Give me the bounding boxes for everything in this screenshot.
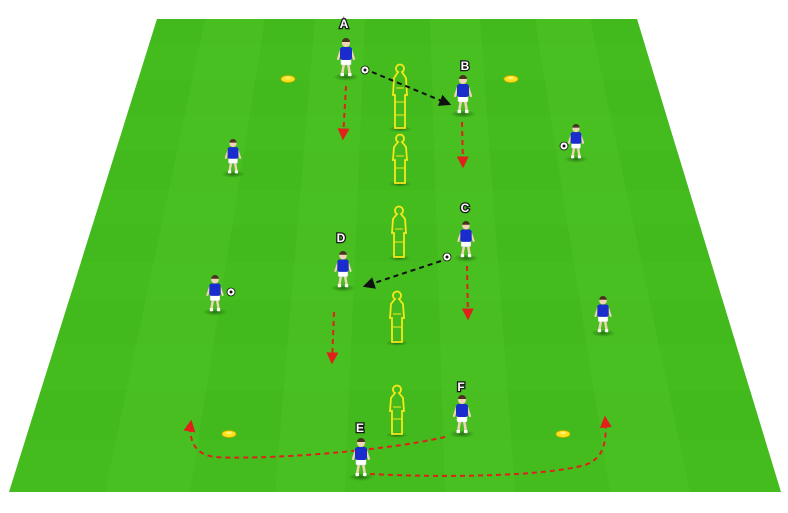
cone-icon (503, 75, 519, 83)
players (202, 38, 616, 481)
run-arrow (369, 415, 612, 477)
cones (221, 75, 571, 438)
run-arrow (456, 121, 469, 169)
player-label-a: A (340, 17, 349, 31)
cone-icon (280, 75, 296, 83)
soccer-player-icon (221, 139, 245, 178)
player-label-c: C (461, 201, 470, 215)
soccer-player-icon (202, 275, 228, 316)
player-label-d: D (337, 231, 346, 245)
mannequin-icon (389, 133, 411, 187)
pitch (9, 19, 781, 492)
soccer-player-icon (449, 395, 475, 438)
player-label-b: B (461, 59, 470, 73)
pass-arrow (371, 71, 452, 106)
mannequin-icon (386, 384, 408, 438)
mannequin-line (386, 63, 412, 438)
soccer-player-icon (330, 251, 356, 292)
pass-arrows (362, 71, 452, 289)
cone-icon (221, 430, 237, 438)
player-label-f: F (457, 380, 464, 394)
cone-icon (555, 430, 571, 438)
soccer-player-icon (348, 438, 374, 481)
soccer-player-icon (590, 296, 616, 337)
run-arrows (183, 85, 612, 477)
soccer-player-icon (564, 124, 588, 163)
mannequin-icon (388, 205, 410, 261)
pass-arrow (362, 260, 442, 289)
soccer-ball-icon (360, 65, 370, 75)
soccer-ball-icon (559, 141, 569, 151)
soccer-ball-icon (442, 252, 452, 262)
soccer-player-icon (453, 221, 479, 262)
mannequin-icon (388, 63, 412, 132)
soccer-ball-icon (226, 287, 236, 297)
soccer-player-icon (333, 38, 359, 81)
pitch-checker-pattern (9, 19, 781, 492)
player-labels: A B C D E F (335, 16, 471, 437)
soccer-player-icon (450, 75, 476, 118)
run-arrow (183, 419, 446, 459)
mannequin-icon (386, 290, 408, 346)
player-label-e: E (356, 421, 364, 435)
balls (226, 65, 569, 297)
